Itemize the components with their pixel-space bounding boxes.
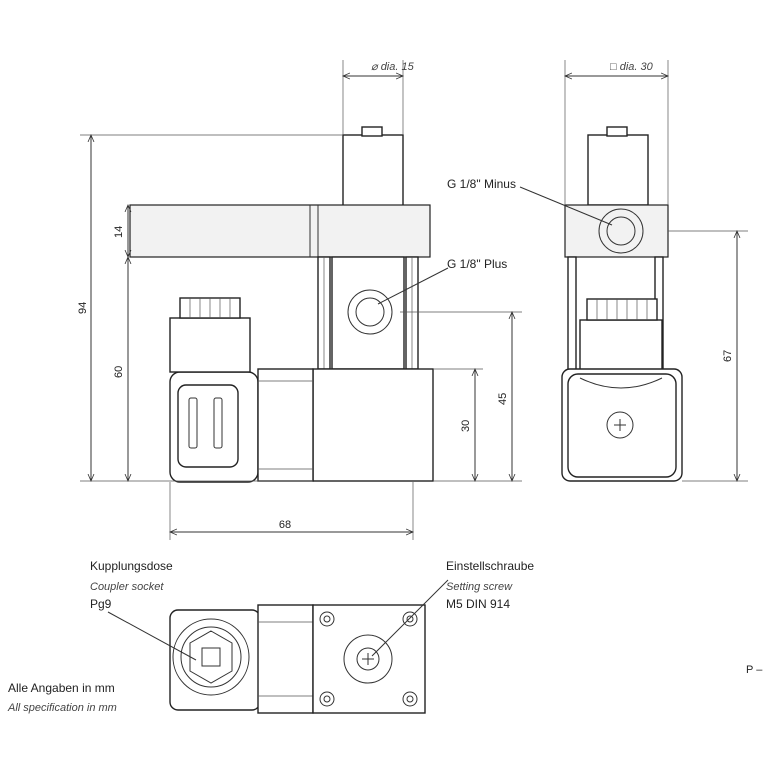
- coupler-de: Kupplungsdose: [90, 559, 173, 573]
- dim-30: 30: [460, 420, 472, 432]
- setting-screw-outer: [343, 634, 393, 684]
- side-view: [561, 126, 683, 482]
- side-screw: [606, 411, 634, 439]
- top-view: [169, 604, 426, 714]
- dia30-label: □ dia. 30: [610, 61, 654, 73]
- coupler-pin: [201, 647, 221, 667]
- dim-14: 14: [113, 226, 125, 238]
- coupler-ring-outer: [172, 618, 250, 696]
- side-connector: [579, 319, 663, 375]
- all-spec-en: All specification in mm: [7, 702, 117, 714]
- port-plus-inner: [355, 297, 385, 327]
- top-collar: [257, 604, 314, 714]
- connector-top: [169, 317, 251, 373]
- side-plate: [564, 204, 669, 258]
- dim-68: 68: [279, 519, 291, 531]
- coupler-hex: [189, 630, 233, 684]
- label-g18-plus: G 1/8" Plus: [447, 257, 507, 271]
- screw-en: Setting screw: [446, 581, 513, 593]
- coil-collar: [257, 368, 314, 482]
- port-minus-outer: [598, 208, 644, 254]
- dim-45: 45: [497, 393, 509, 405]
- dim-67: 67: [722, 350, 734, 362]
- side-dimensions: [519, 60, 748, 481]
- screw-spec: M5 DIN 914: [446, 597, 510, 611]
- cylinder-top: [342, 134, 404, 208]
- screw-de: Einstellschraube: [446, 559, 534, 573]
- all-spec-de: Alle Angaben in mm: [8, 681, 115, 695]
- coupler-pg: Pg9: [90, 597, 112, 611]
- front-dimensions: [80, 60, 522, 540]
- dim-60: 60: [113, 366, 125, 378]
- cylinder-cap: [361, 126, 383, 137]
- front-view: [129, 126, 434, 483]
- label-g18-minus: G 1/8" Minus: [447, 177, 516, 191]
- top-plate: [129, 204, 431, 258]
- side-cylinder: [587, 134, 649, 206]
- setting-screw: [356, 647, 380, 671]
- dim-94: 94: [77, 302, 89, 314]
- top-leaders: [107, 579, 449, 661]
- port-minus-inner: [606, 216, 636, 246]
- bottom-block: [312, 368, 434, 482]
- coupler-en: Coupler socket: [90, 581, 164, 593]
- port-plus-outer: [347, 289, 393, 335]
- page-mark: P –: [746, 664, 763, 676]
- dia15-label: ⌀ dia. 15: [371, 61, 415, 73]
- valve-middle: [331, 256, 405, 370]
